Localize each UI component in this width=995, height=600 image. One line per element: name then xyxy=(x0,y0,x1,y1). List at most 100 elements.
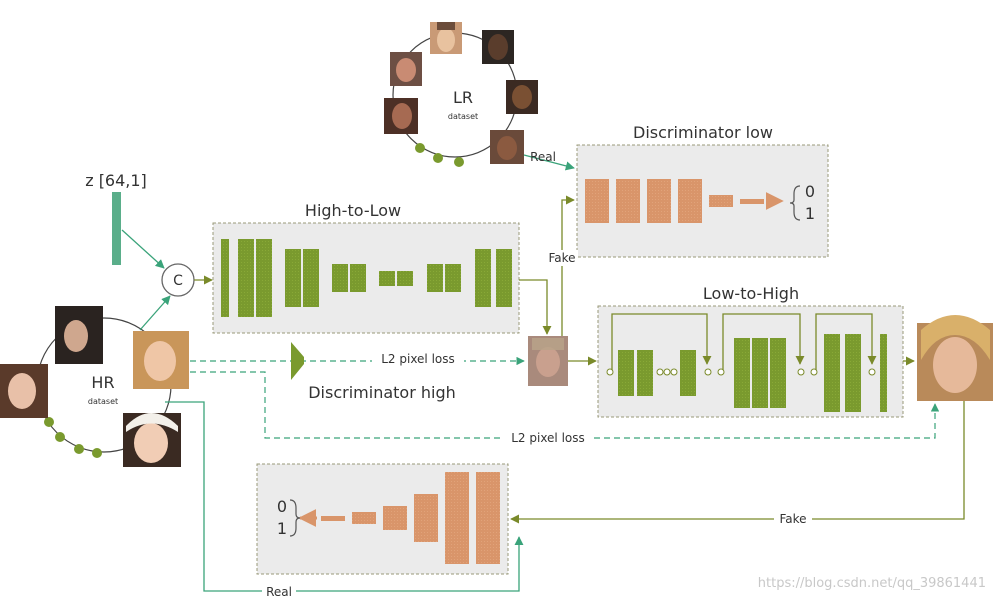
high-to-low-title: High-to-Low xyxy=(305,201,401,220)
l2h-skip-connection xyxy=(611,313,712,371)
low-to-high: Low-to-High xyxy=(597,284,904,418)
l2h-layer xyxy=(824,334,840,412)
l2h-skip-node xyxy=(868,368,876,376)
l2h-layer xyxy=(752,338,768,408)
generated-lr-image xyxy=(528,336,568,386)
h2l-layer xyxy=(256,239,272,317)
h2l-layer xyxy=(379,271,395,286)
edge-l2-loss-bottom-label: L2 pixel loss xyxy=(511,431,585,445)
h2l-layer xyxy=(221,239,229,317)
discriminator-high-panel xyxy=(256,463,509,575)
l2h-layer xyxy=(880,334,887,412)
l2h-ellipsis-dot xyxy=(656,368,664,376)
edge-fake-high xyxy=(510,401,965,524)
concat-symbol: C xyxy=(173,273,183,289)
generated-hr-image xyxy=(917,315,993,401)
edge-real-lr xyxy=(523,154,575,171)
disc-high-layer xyxy=(476,472,500,564)
edge-real-hr-label: Real xyxy=(266,585,292,599)
high-to-low: High-to-Low xyxy=(212,201,520,334)
hr-face-image xyxy=(0,364,48,418)
lr-ring-dot xyxy=(454,157,464,167)
l2h-skip-connection xyxy=(815,313,877,371)
z-vector-label: z [64,1] xyxy=(85,171,147,190)
l2h-skip-node xyxy=(717,368,725,376)
lr-face-image xyxy=(384,98,418,134)
disc-high-brace xyxy=(289,499,301,537)
z-vector xyxy=(112,192,121,265)
edge-fake-low xyxy=(561,195,575,336)
h2l-layer xyxy=(445,264,461,292)
edge-real-lr-label: Real xyxy=(530,150,556,164)
hr-dataset: HR dataset xyxy=(0,306,189,467)
lr-face-image xyxy=(490,130,524,164)
disc-low-brace xyxy=(789,185,801,221)
watermark: https://blog.csdn.net/qq_39861441 xyxy=(758,576,986,591)
l2h-layer xyxy=(618,350,634,396)
hr-ring-dot xyxy=(74,444,84,454)
hr-face-image xyxy=(55,306,103,364)
l2h-ellipsis-dot xyxy=(663,368,671,376)
discriminator-high-title: Discriminator high xyxy=(308,383,456,402)
discriminator-high: 0 1 xyxy=(256,463,509,575)
edge-fake-high-label: Fake xyxy=(779,512,806,526)
low-to-high-title: Low-to-High xyxy=(703,284,799,303)
edge-hr-to-concat xyxy=(139,295,171,331)
hr-dataset-name: HR xyxy=(91,373,114,392)
l2h-skip-node xyxy=(797,368,805,376)
edge-fake-high-label-bg xyxy=(774,511,812,527)
h2l-layer xyxy=(350,264,366,292)
h2l-layer xyxy=(238,239,254,317)
lr-face-image xyxy=(506,80,538,114)
disc-high-layer xyxy=(414,494,438,542)
disc-low-layer xyxy=(709,195,733,207)
discriminator-low-panel xyxy=(576,144,829,258)
edge-l2-loss-bottom-label-bg xyxy=(502,430,594,446)
l2h-skip-node xyxy=(606,368,614,376)
disc-high-output-one: 1 xyxy=(277,519,287,538)
disc-high-output-zero: 0 xyxy=(277,497,287,516)
h2l-layer xyxy=(427,264,443,292)
l2h-layer xyxy=(734,338,750,408)
edge-l2-loss-top-label: L2 pixel loss xyxy=(381,352,455,366)
h2l-layer xyxy=(332,264,348,292)
edge-z-to-concat xyxy=(121,229,165,269)
hr-face-image xyxy=(133,331,189,389)
l2h-skip-connection xyxy=(722,313,805,371)
edge-real-hr-label-bg xyxy=(262,583,296,599)
hr-ring-dot xyxy=(55,432,65,442)
disc-high-layer xyxy=(445,472,469,564)
lr-face-image xyxy=(390,52,422,86)
edge-l2-loss-top-label-bg xyxy=(372,351,464,367)
discriminator-low-title: Discriminator low xyxy=(633,123,773,142)
edge-fake-low-label-bg xyxy=(546,250,578,266)
l2h-skip-node xyxy=(810,368,818,376)
l2h-layer xyxy=(770,338,786,408)
hr-face-image xyxy=(123,413,181,467)
hr-ring-dot xyxy=(92,448,102,458)
l2h-ellipsis-dot xyxy=(670,368,678,376)
lr-face-image xyxy=(482,30,514,64)
lr-face-image xyxy=(430,22,462,54)
disc-low-output-one: 1 xyxy=(805,204,815,223)
disc-low-layer xyxy=(616,179,640,223)
l2h-skip-node xyxy=(704,368,712,376)
l2h-layer xyxy=(680,350,696,396)
disc-low-layer xyxy=(740,199,764,204)
disc-low-layer xyxy=(585,179,609,223)
disc-high-layer xyxy=(352,512,376,524)
edge-real-hr xyxy=(165,401,524,592)
h2l-layer xyxy=(397,271,413,286)
h2l-layer xyxy=(475,249,491,307)
disc-low-layer xyxy=(647,179,671,223)
discriminator-low: Discriminator low 0 1 xyxy=(576,123,829,258)
disc-low-output-zero: 0 xyxy=(805,182,815,201)
l2h-layer xyxy=(637,350,653,396)
hr-dataset-sub: dataset xyxy=(88,397,118,406)
l2h-layer xyxy=(845,334,861,412)
lr-ring-dot xyxy=(415,143,425,153)
disc-low-layer xyxy=(678,179,702,223)
edge-h2l-to-fake-lr xyxy=(519,279,552,335)
lr-dataset-sub: dataset xyxy=(448,112,478,121)
